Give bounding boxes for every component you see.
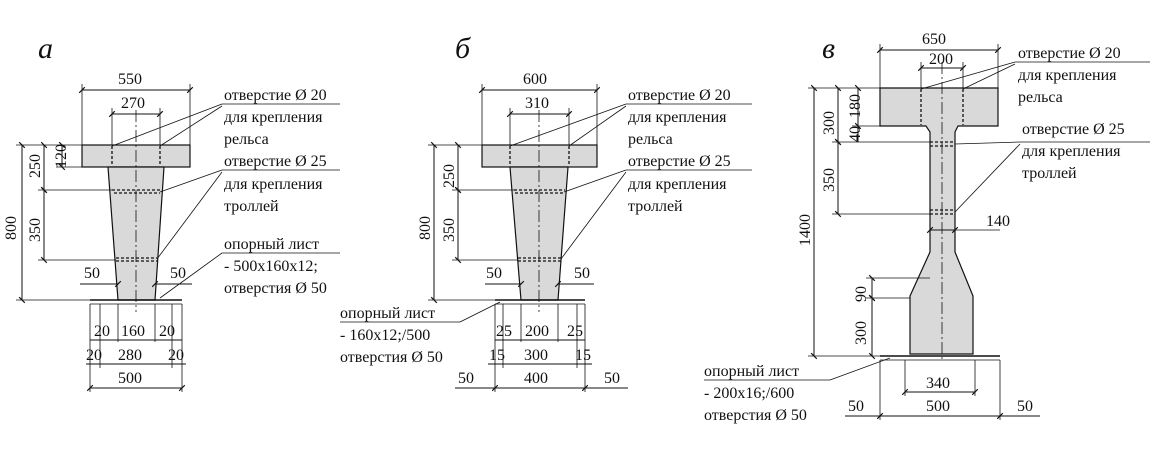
note-plate-b-2: - 160x12;/500 (340, 327, 430, 344)
note-hole20-b-3: рельса (628, 131, 673, 148)
svg-text:300: 300 (524, 347, 548, 364)
svg-text:20: 20 (168, 347, 184, 364)
svg-text:90: 90 (853, 286, 870, 302)
svg-text:50: 50 (604, 370, 620, 387)
note-plate-c-1: опорный лист (704, 363, 799, 380)
svg-text:180: 180 (847, 94, 864, 118)
svg-text:270: 270 (121, 95, 145, 112)
note-hole25-a-1: отверстие Ø 25 (224, 153, 327, 170)
note-hole25-c-1: отверстие Ø 25 (1022, 121, 1125, 138)
svg-text:20: 20 (86, 347, 102, 364)
panel-a: а 550 270 800 250 350 (3, 32, 340, 392)
svg-text:550: 550 (118, 71, 142, 88)
note-hole25-b-2: для крепления (628, 176, 727, 193)
note-hole25-a-2: для крепления (224, 176, 323, 193)
svg-text:160: 160 (121, 323, 145, 340)
svg-text:400: 400 (524, 370, 548, 387)
svg-text:340: 340 (926, 375, 950, 392)
column-head-b (481, 144, 598, 168)
note-hole25-b-1: отверстие Ø 25 (628, 153, 731, 170)
svg-text:200: 200 (525, 323, 549, 340)
note-hole20-b-1: отверстие Ø 20 (628, 87, 731, 104)
svg-text:1400: 1400 (797, 214, 814, 246)
svg-text:300: 300 (821, 111, 838, 135)
svg-text:500: 500 (926, 398, 950, 415)
svg-text:140: 140 (986, 213, 1010, 230)
svg-text:600: 600 (523, 71, 547, 88)
note-plate-a-3: отверстия Ø 50 (224, 280, 327, 297)
svg-text:15: 15 (575, 347, 591, 364)
svg-text:50: 50 (574, 265, 590, 282)
note-plate-c-2: - 200x16;/600 (704, 385, 794, 402)
svg-text:350: 350 (27, 218, 44, 242)
note-plate-a-1: опорный лист (224, 236, 319, 253)
note-hole20-a-2: для крепления (224, 109, 323, 126)
panel-letter-b: б (455, 32, 471, 65)
note-hole25-c-2: для крепления (1022, 143, 1121, 160)
svg-text:50: 50 (486, 265, 502, 282)
note-hole20-b-2: для крепления (628, 109, 727, 126)
note-hole20-c-2: для крепления (1018, 67, 1117, 84)
svg-text:20: 20 (159, 323, 175, 340)
svg-text:15: 15 (489, 347, 505, 364)
svg-text:50: 50 (848, 398, 864, 415)
note-plate-c-3: отверстия Ø 50 (704, 407, 807, 424)
svg-text:800: 800 (3, 216, 20, 240)
note-hole20-c-1: отверстие Ø 20 (1018, 45, 1121, 62)
svg-text:50: 50 (1017, 398, 1033, 415)
svg-text:120: 120 (53, 144, 70, 168)
svg-text:350: 350 (441, 218, 458, 242)
svg-text:250: 250 (441, 164, 458, 188)
panel-letter-a: а (38, 32, 53, 65)
svg-text:250: 250 (27, 154, 44, 178)
note-hole20-a-3: рельса (224, 131, 269, 148)
svg-text:200: 200 (929, 51, 953, 68)
svg-text:280: 280 (118, 347, 142, 364)
note-hole20-a-1: отверстие Ø 20 (224, 87, 327, 104)
svg-text:800: 800 (417, 216, 434, 240)
svg-text:500: 500 (118, 370, 142, 387)
svg-text:50: 50 (84, 265, 100, 282)
svg-text:650: 650 (922, 31, 946, 48)
note-plate-b-3: отверстия Ø 50 (340, 349, 443, 366)
svg-text:50: 50 (170, 265, 186, 282)
column-body-c (879, 87, 999, 355)
svg-text:25: 25 (567, 323, 583, 340)
note-hole25-a-3: троллей (224, 198, 279, 215)
note-hole25-c-3: троллей (1022, 165, 1077, 182)
panel-letter-c: в (822, 32, 835, 65)
svg-text:50: 50 (458, 370, 474, 387)
svg-text:40: 40 (847, 126, 864, 142)
note-plate-a-2: - 500x160x12; (224, 258, 318, 275)
note-hole20-c-3: рельса (1018, 89, 1063, 106)
svg-text:300: 300 (853, 321, 870, 345)
svg-text:310: 310 (525, 95, 549, 112)
note-hole25-b-3: троллей (628, 198, 683, 215)
panel-b: б 600 310 800 250 350 50 50 (340, 32, 752, 392)
svg-text:350: 350 (821, 168, 838, 192)
panel-c: в 650 200 1400 300 350 180 40 (704, 31, 1150, 424)
svg-text:25: 25 (496, 323, 512, 340)
note-plate-b-1: опорный лист (340, 305, 435, 322)
svg-text:20: 20 (94, 323, 110, 340)
